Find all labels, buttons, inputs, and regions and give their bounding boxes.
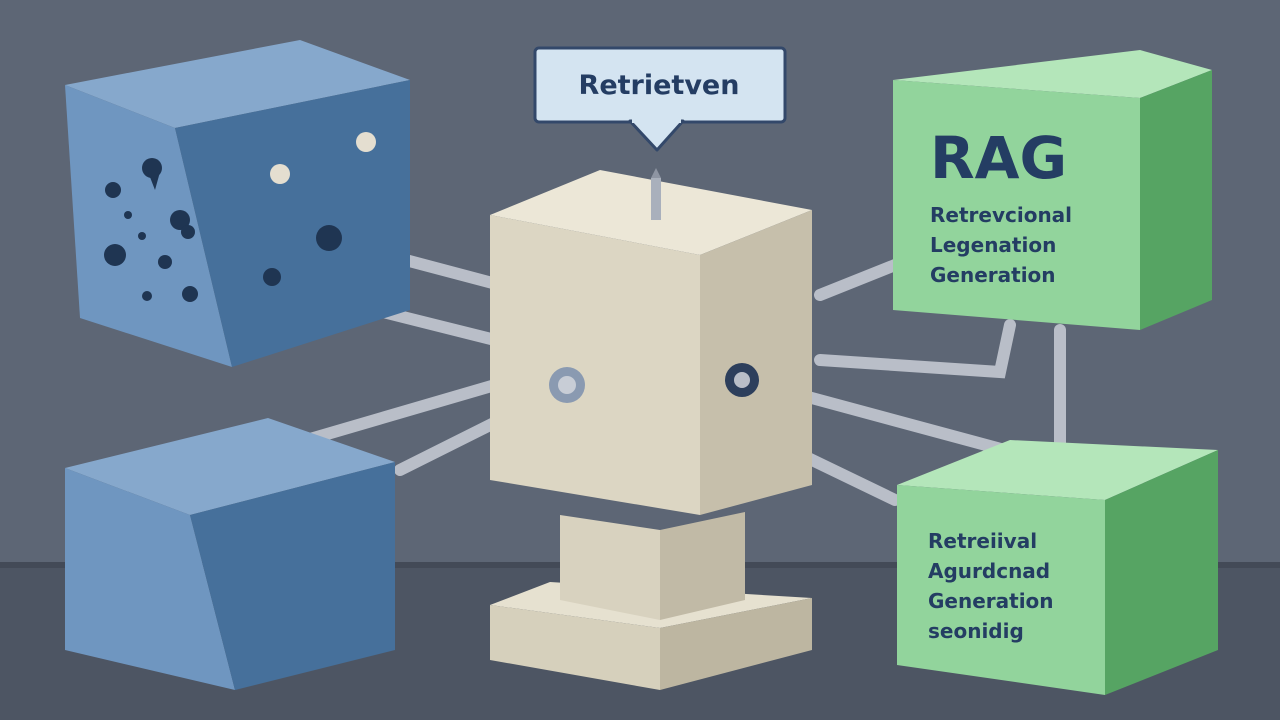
top-right-line-3: Generation: [930, 263, 1056, 287]
base-front: [490, 605, 660, 690]
top-right-line-1: Retrevcional: [930, 203, 1072, 227]
cube-holes: [104, 158, 342, 302]
cube-side-face: [1140, 70, 1212, 330]
cube-front-face: [897, 485, 1105, 695]
cube-side-face: [175, 80, 410, 367]
block-side: [700, 210, 812, 515]
rag-title: RAG: [930, 124, 1067, 192]
green-cube-top-right: RAG Retrevcional Legenation Generation: [893, 50, 1212, 330]
knob-2: [356, 132, 376, 152]
block-front: [490, 215, 700, 515]
callout-label: Retrietven: [579, 70, 740, 101]
cube-front-face: [893, 80, 1140, 330]
cube-top-face: [65, 418, 395, 515]
cube-side-face: [190, 462, 395, 690]
bottom-right-line-4: seonidig: [928, 619, 1024, 643]
base-side: [660, 598, 812, 690]
bottom-right-line-3: Generation: [928, 589, 1054, 613]
cube-top-face: [893, 50, 1212, 98]
blue-cube-top-left: [65, 40, 410, 367]
central-pedestal: [490, 168, 812, 690]
knob-1: [270, 164, 290, 184]
top-spike: [651, 178, 661, 220]
cube-top-face: [897, 440, 1218, 500]
top-right-line-2: Legenation: [930, 233, 1056, 257]
bottom-right-line-1: Retreiival: [928, 529, 1037, 553]
callout-bubble: Retrietven: [533, 46, 787, 152]
cube-front-face: [65, 468, 235, 690]
rod-right-top: [814, 259, 901, 301]
cube-top-face: [65, 40, 410, 128]
cube-side-face: [1105, 450, 1218, 695]
stem-side: [660, 512, 745, 620]
blue-cube-bottom-left: [65, 418, 395, 690]
rod-right-bent: [814, 319, 1016, 379]
stem-front: [560, 515, 660, 620]
bottom-right-line-2: Agurdcnad: [928, 559, 1050, 583]
green-cube-bottom-right: Retreiival Agurdcnad Generation seonidig: [897, 440, 1218, 695]
